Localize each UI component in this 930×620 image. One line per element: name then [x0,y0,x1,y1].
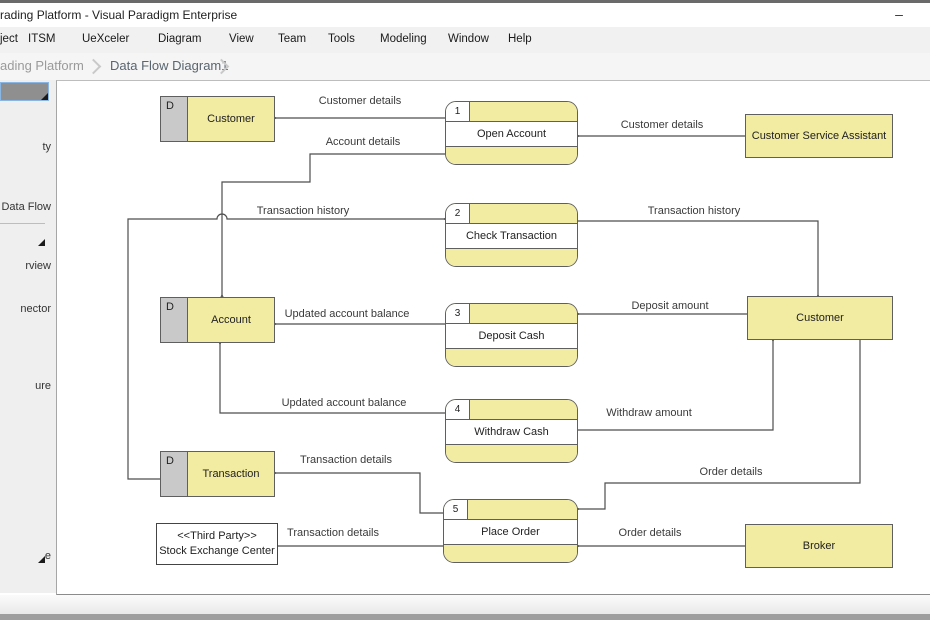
breadcrumb-item-diagram[interactable]: Data Flow Diagram1 [110,58,229,73]
palette-item-overview[interactable]: rview [25,260,51,272]
stereotype-label: <<Third Party>> [177,530,257,542]
menu-item-view[interactable]: View [229,33,254,45]
breadcrumb-item-project[interactable]: ading Platform [0,58,84,73]
data-store-name: Customer [188,97,274,141]
process-name: Open Account [476,128,547,140]
menu-item-help[interactable]: Help [508,33,532,45]
process-deposit-cash[interactable]: 3 Deposit Cash [445,303,578,367]
palette-item-entity[interactable]: ty [42,141,51,153]
menu-item-itsm[interactable]: ITSM [28,33,56,45]
process-open-account[interactable]: 1 Open Account [445,101,578,165]
menu-item-modeling[interactable]: Modeling [380,33,427,45]
data-store-name: Account [188,298,274,342]
flow-label[interactable]: Transaction history [256,205,350,217]
corner-resize-icon [41,93,48,100]
data-store-customer[interactable]: D Customer [160,96,275,142]
menu-bar: ject ITSM UeXceler Diagram View Team Too… [0,27,930,53]
flow-transaction-history-right[interactable] [578,220,823,304]
process-withdraw-cash[interactable]: 4 Withdraw Cash [445,399,578,463]
flow-label[interactable]: Customer details [318,95,402,107]
menu-item-tools[interactable]: Tools [328,33,355,45]
flow-label[interactable]: Transaction details [300,454,392,466]
window-title: rading Platform - Visual Paradigm Enterp… [0,8,238,22]
flow-label[interactable]: Updated account balance [284,308,410,320]
entity-customer[interactable]: Customer [747,296,893,340]
flow-account-details[interactable] [217,153,445,304]
palette-item-shape[interactable]: e [44,550,51,562]
flow-label[interactable]: Transaction details [287,527,379,539]
process-check-transaction[interactable]: 2 Check Transaction [445,203,578,267]
data-store-name: Transaction [188,452,274,496]
entity-name: Stock Exchange Center [159,545,275,557]
menu-item-project[interactable]: ject [0,33,18,45]
process-number: 5 [444,500,468,519]
taskbar-strip [0,614,930,620]
palette-item-structure[interactable]: ure [35,380,51,392]
menu-item-team[interactable]: Team [278,33,307,45]
diagram-palette: ty Data Flow rview nector ure e [0,80,56,593]
flow-order-details-customer[interactable] [570,340,861,514]
flow-label[interactable]: Deposit amount [631,300,709,312]
flow-transaction-history-left[interactable] [127,213,453,480]
flow-label[interactable]: Updated account balance [281,397,407,409]
data-store-prefix: D [161,298,188,342]
menu-item-diagram[interactable]: Diagram [158,33,202,45]
flow-transaction-details-store[interactable] [267,468,443,514]
title-bar: rading Platform - Visual Paradigm Enterp… [0,3,930,27]
diagram-canvas[interactable]: D Customer D Account D Transaction 1 Ope… [56,80,930,596]
flow-label[interactable]: Withdraw amount [606,407,692,419]
process-name: Deposit Cash [478,330,545,342]
flow-label[interactable]: Transaction history [647,205,741,217]
flow-label[interactable]: Order details [618,527,682,539]
data-store-account[interactable]: D Account [160,297,275,343]
data-store-transaction[interactable]: D Transaction [160,451,275,497]
process-number: 4 [446,400,470,419]
process-name: Check Transaction [465,230,558,242]
palette-group-expand-icon[interactable] [38,556,45,563]
entity-customer-service-assistant[interactable]: Customer Service Assistant [745,114,893,158]
breadcrumb: ading Platform Data Flow Diagram1 [0,53,930,80]
palette-divider [0,223,45,224]
entity-broker[interactable]: Broker [745,524,893,568]
palette-selected-tool[interactable] [0,82,49,101]
palette-item-connector[interactable]: nector [20,303,51,315]
chevron-right-icon [85,58,102,75]
palette-group-expand-icon[interactable] [38,239,45,246]
window-edge [0,0,930,3]
flow-label[interactable]: Customer details [620,119,704,131]
data-store-prefix: D [161,97,188,141]
process-number: 2 [446,204,470,223]
process-name: Place Order [481,526,540,538]
flow-label[interactable]: Account details [325,136,401,148]
menu-item-window[interactable]: Window [448,33,489,45]
minimize-icon[interactable]: – [895,6,903,22]
flow-label[interactable]: Order details [699,466,763,478]
process-name: Withdraw Cash [474,426,549,438]
data-store-prefix: D [161,452,188,496]
entity-stock-exchange-center[interactable]: <<Third Party>> Stock Exchange Center [156,523,278,565]
palette-item-data-flow[interactable]: Data Flow [1,201,51,213]
menu-item-uexceler[interactable]: UeXceler [82,33,130,45]
process-number: 3 [446,304,470,323]
status-bar [0,595,930,614]
process-place-order[interactable]: 5 Place Order [443,499,578,563]
process-number: 1 [446,102,470,121]
